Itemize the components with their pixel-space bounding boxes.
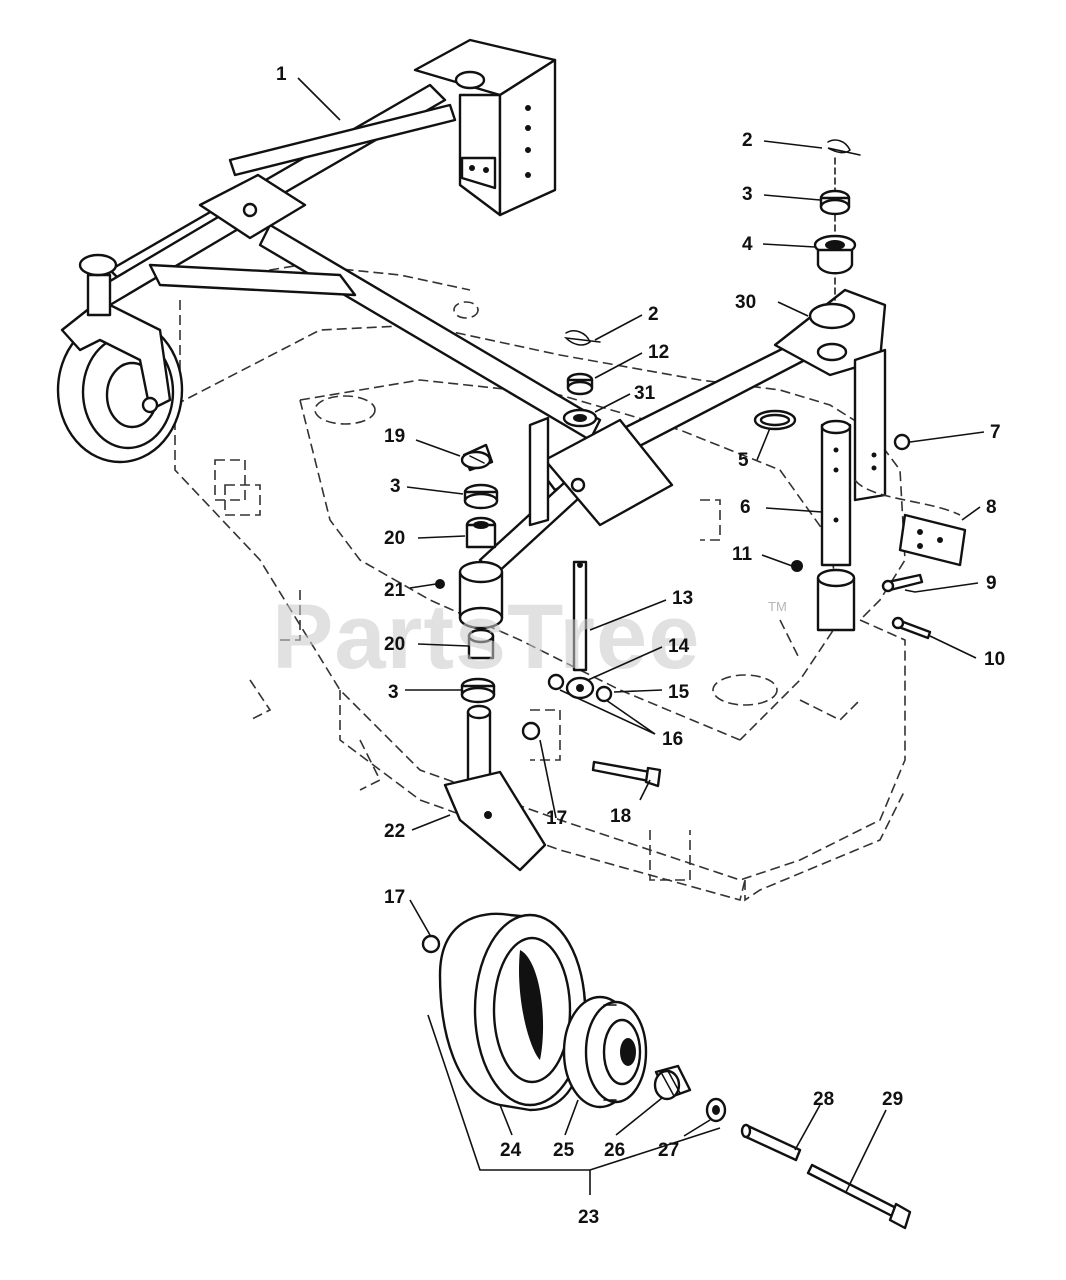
callout-22: 22 bbox=[384, 821, 405, 842]
callout-30: 30 bbox=[735, 292, 756, 313]
callout-11: 11 bbox=[732, 544, 753, 565]
callout-2: 2 bbox=[648, 304, 659, 325]
callout-17: 17 bbox=[384, 887, 405, 908]
left-caster-wheel bbox=[56, 253, 184, 464]
callout-6: 6 bbox=[740, 497, 751, 518]
leader-lines bbox=[297, 77, 985, 1195]
callout-7: 7 bbox=[990, 422, 1001, 443]
callout-31: 31 bbox=[634, 383, 656, 404]
mower-deck-outline bbox=[174, 264, 906, 902]
watermark-text: PartsTree bbox=[272, 586, 700, 688]
callout-27: 27 bbox=[658, 1140, 679, 1161]
callout-12: 12 bbox=[648, 342, 669, 363]
callout-20: 20 bbox=[384, 634, 405, 655]
callout-3: 3 bbox=[742, 184, 753, 205]
callout-4: 4 bbox=[742, 234, 753, 255]
callout-9: 9 bbox=[986, 573, 997, 594]
callout-15: 15 bbox=[668, 682, 690, 703]
callout-16: 16 bbox=[662, 729, 683, 750]
callout-21: 21 bbox=[384, 580, 406, 601]
front-caster-frame bbox=[93, 38, 887, 577]
watermark-trademark: TM bbox=[768, 599, 787, 614]
callout-19: 19 bbox=[384, 426, 405, 447]
callout-8: 8 bbox=[986, 497, 997, 518]
callout-10: 10 bbox=[984, 649, 1005, 670]
callout-2: 2 bbox=[742, 130, 753, 151]
callout-13: 13 bbox=[672, 588, 693, 609]
callout-23: 23 bbox=[578, 1207, 599, 1228]
callout-25: 25 bbox=[553, 1140, 575, 1161]
callout-3: 3 bbox=[388, 682, 399, 703]
callout-26: 26 bbox=[604, 1140, 625, 1161]
callout-14: 14 bbox=[668, 636, 690, 657]
callout-18: 18 bbox=[610, 806, 631, 827]
callout-20: 20 bbox=[384, 528, 405, 549]
front-wheel-assembly bbox=[421, 912, 912, 1230]
callout-3: 3 bbox=[390, 476, 401, 497]
callout-1: 1 bbox=[276, 64, 287, 85]
callout-28: 28 bbox=[813, 1089, 834, 1110]
center-pivot-stack bbox=[435, 330, 662, 872]
callout-5: 5 bbox=[738, 450, 749, 471]
watermark: PartsTree TM bbox=[272, 586, 787, 688]
callout-24: 24 bbox=[500, 1140, 522, 1161]
callout-29: 29 bbox=[882, 1089, 903, 1110]
right-pivot-stack bbox=[753, 139, 967, 640]
callout-17: 17 bbox=[546, 808, 567, 829]
